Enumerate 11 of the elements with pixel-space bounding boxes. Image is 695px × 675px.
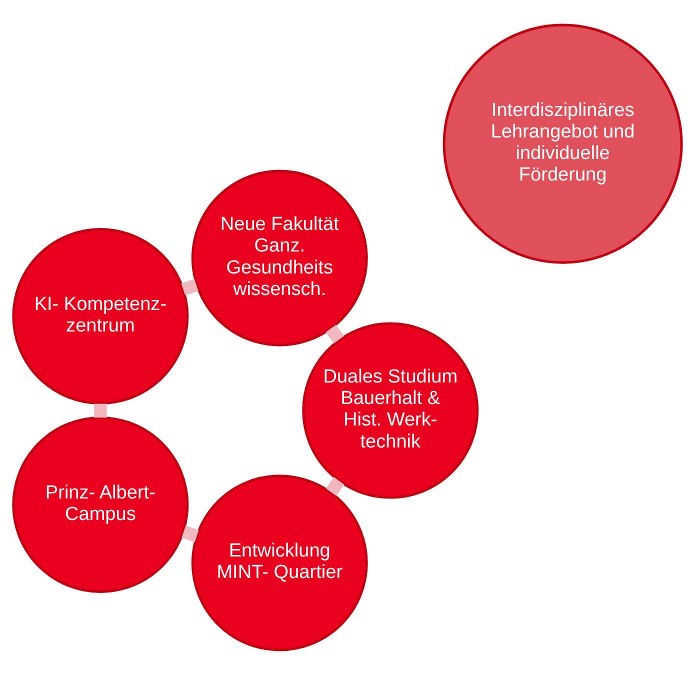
connector [326,324,344,344]
node-circle: Duales Studium Bauerhalt & Hist. Werk- technik [302,322,479,499]
node-circle: Entwicklung MINT- Quartier [191,474,368,652]
connector [181,279,198,296]
node-circle: Prinz- Albert- Campus [12,416,189,593]
connector [94,404,107,418]
connector [326,477,344,496]
node-circle: KI- Kompetenz- zentrum [12,228,189,405]
connector [182,526,199,542]
node-circle: Neue Fakultät Ganz. Gesundheits wissensch. [191,170,368,346]
node-circle: Interdisziplinäres Lehrangebot und individuelle Förderung [442,24,683,264]
